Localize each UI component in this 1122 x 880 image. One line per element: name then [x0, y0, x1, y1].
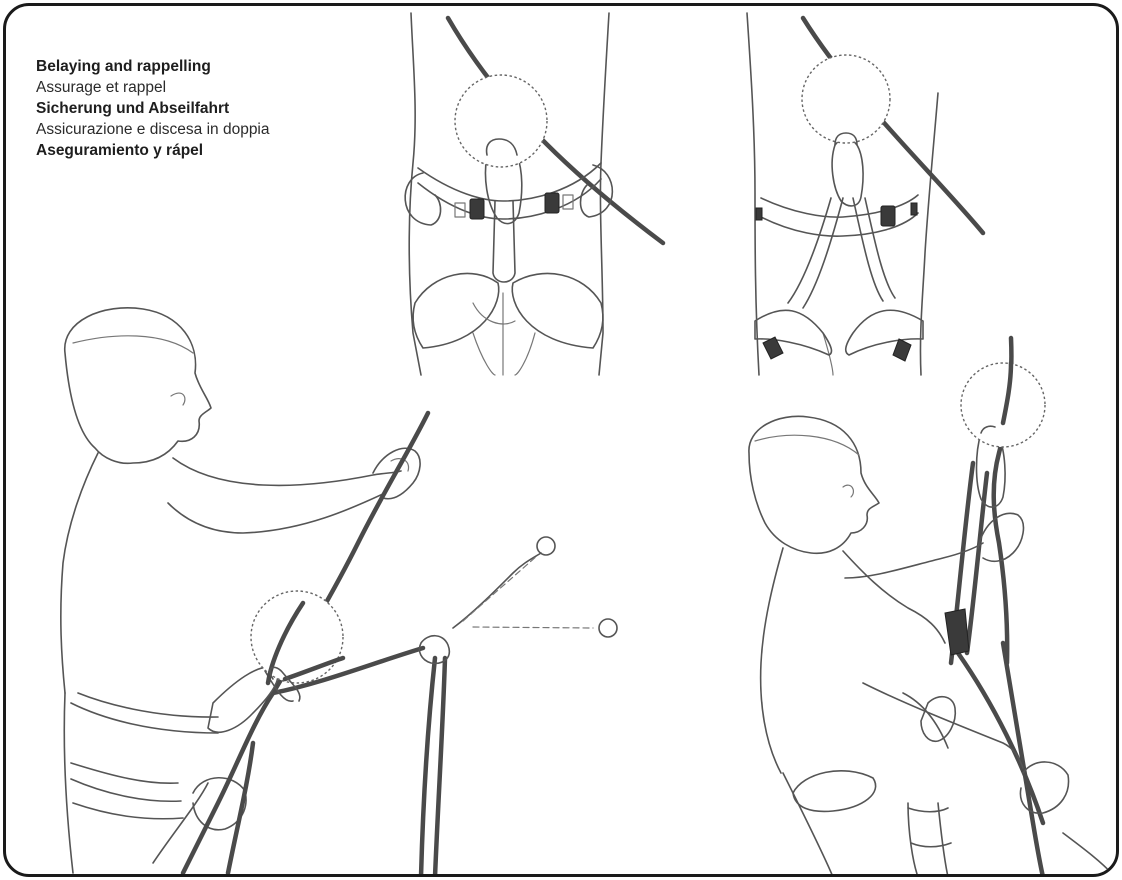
magnifier-circle [251, 591, 343, 683]
leg-loop-right [512, 273, 603, 348]
climber-torso [761, 548, 783, 773]
full-body-harness-panel [747, 13, 983, 375]
magnifier-circle [455, 75, 547, 167]
carabiner [832, 139, 863, 206]
descender-device [945, 609, 969, 655]
rappel-panel [749, 338, 1115, 877]
anchor-chain-upper [453, 537, 555, 628]
climber-head [65, 308, 211, 463]
illustration-frame: Belaying and rappelling Assurage et rapp… [3, 3, 1119, 877]
buckle-left [470, 199, 484, 219]
anchor-ring-upper [537, 537, 555, 555]
leg-loop-right [846, 310, 923, 355]
torso-outline [409, 13, 421, 375]
climber-torso [61, 453, 98, 693]
anchor-ring-lower [599, 619, 617, 637]
harness-carabiner [921, 697, 955, 742]
buckle-right [545, 193, 559, 213]
magnifier-circle [802, 55, 890, 143]
sit-harness-panel [405, 13, 663, 375]
magnifier-circle [961, 363, 1045, 447]
body-outline-left [747, 13, 759, 375]
climber-arm [168, 493, 385, 533]
rope-hanging [421, 658, 435, 877]
buckle-leg-right [893, 339, 911, 361]
leg-loop [71, 763, 178, 783]
belayer-panel [61, 308, 617, 877]
instruction-illustration [6, 6, 1119, 877]
climber-waist [78, 693, 218, 717]
anchor-chain-lower [473, 619, 617, 637]
leg-loop-left [413, 273, 499, 348]
belay-loop [493, 201, 515, 282]
buckle [881, 206, 895, 226]
leg-loop [793, 771, 876, 812]
